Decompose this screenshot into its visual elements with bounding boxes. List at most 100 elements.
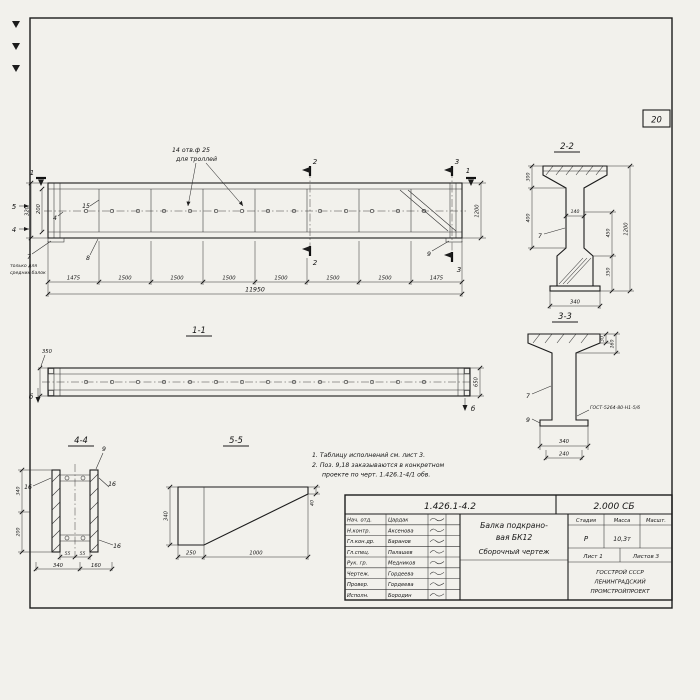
cut-3-label-bottom: 3: [457, 266, 461, 274]
dim-340-sec22: 340: [570, 300, 581, 306]
pos-16-b: 16: [108, 481, 116, 488]
doc-number: 1.426.1-4.2: [424, 502, 476, 512]
row-name: Гордеева: [388, 582, 414, 588]
elevation-right-dim: 1200: [462, 180, 486, 241]
row-role: Н.контр.: [347, 528, 370, 534]
dim-55-b: 55: [80, 551, 86, 557]
sheets-total: Листов 3: [632, 554, 660, 560]
dim-340-h: 340: [53, 563, 64, 569]
row-role: Нач. отд.: [347, 518, 372, 524]
section-5-5-title: 5-5: [229, 435, 243, 445]
row-role: Гл.спец.: [347, 550, 369, 556]
section-4-4-title: 4-4: [74, 435, 88, 445]
section-2-2: 2-2 300 400 1200: [526, 141, 634, 309]
product-name-line1: Балка подкрано-: [480, 521, 548, 530]
cut-2-label-top: 2: [313, 158, 318, 166]
sheet-frame: [29, 17, 673, 609]
seg-dim-1: 1475: [67, 276, 81, 282]
dim-40: 40: [310, 500, 316, 506]
cut-1-label-left: 1: [30, 169, 34, 177]
elevation-left-dims: 320 200: [25, 180, 48, 241]
row-name: Медников: [388, 561, 415, 567]
dim-1200: 1200: [475, 204, 481, 218]
sheet-number: Лист 1: [582, 554, 603, 560]
product-name-line2: вая БК12: [496, 533, 533, 542]
pos-7: 7: [27, 254, 31, 261]
row-role: Рук. гр.: [347, 561, 367, 567]
page-number: 20: [651, 115, 662, 125]
cut-5-label: 5: [12, 203, 17, 211]
pos-4: 4: [53, 215, 57, 222]
mass-value: 10,3т: [613, 536, 631, 543]
row-name: Цардак: [388, 518, 409, 524]
dim-340-v: 340: [16, 487, 22, 496]
pos-7-sec22: 7: [538, 233, 542, 240]
dim-140: 140: [571, 209, 580, 215]
row-role: Гл.кон.др.: [347, 539, 375, 545]
dim-1000: 1000: [249, 551, 263, 557]
pos-15: 15: [82, 203, 90, 210]
cut-3-label-top: 3: [455, 158, 459, 166]
dim-400: 400: [526, 214, 532, 223]
dim-350: 350: [42, 349, 53, 355]
dim-160: 160: [610, 340, 616, 349]
pos-16-a: 16: [24, 484, 32, 491]
dim-200: 200: [36, 203, 42, 214]
holes-note-line1: 14 отв.ф 25: [172, 147, 210, 154]
note-line-2: 2. Поз. 9,18 заказываются в конкретном: [312, 462, 444, 469]
beam-elevation: [44, 182, 466, 243]
org-line1: ГОССТРОЙ СССР: [596, 569, 644, 576]
note-line-3: проекте по черт. 1.426.1-4/1 обв.: [322, 471, 430, 479]
section-3-3-title: 3-3: [558, 311, 572, 321]
doc-type: Сборочный чертеж: [479, 548, 550, 556]
pos-9-sec44: 9: [102, 446, 106, 453]
dim-55-a: 55: [65, 551, 71, 557]
dim-340-sec55: 340: [164, 510, 170, 521]
section-4-4: 4-4 9 16 16 16: [16, 435, 121, 572]
row-role: Чертеж.: [347, 571, 370, 577]
registration-marks: [12, 21, 20, 72]
seg-dim-7: 1500: [378, 276, 392, 282]
pos-8: 8: [86, 255, 90, 262]
seg-dim-6: 1500: [326, 276, 340, 282]
section-2-2-title: 2-2: [560, 141, 574, 151]
dim-200-v: 200: [16, 528, 22, 537]
col-scale: Масшт.: [646, 518, 666, 524]
weld-note: ГОСТ-5264-80-Н1-5/6: [590, 405, 640, 411]
signature-rows: Нач. отд. Цардак Н.контр. Аксенова Гл.ко…: [347, 518, 445, 599]
org-line2: ЛЕНИНГРАДСКИЙ: [593, 579, 646, 586]
side-note-line1: только для: [10, 264, 37, 269]
row-name: Гордеева: [388, 571, 414, 577]
pos-9: 9: [427, 251, 431, 258]
stage-value: Р: [584, 535, 589, 543]
row-role: Исполн.: [347, 593, 369, 599]
cut-4-label: 4: [12, 226, 16, 234]
dim-1200-sec: 1200: [624, 222, 630, 236]
notes: 1. Таблицу исполнений см. лист 3. 2. Поз…: [312, 451, 444, 479]
section-1-1-title: 1-1: [192, 325, 206, 335]
section-5-5: 5-5 340 40 250 1000: [164, 435, 320, 560]
cut-2-label-bottom: 2: [313, 259, 318, 267]
holes-callout: 14 отв.ф 25 для троллей: [172, 147, 244, 207]
dim-340-sec33: 340: [559, 439, 570, 445]
col-stage: Стадия: [576, 518, 596, 524]
section-1-1: 1-1 350 650: [29, 325, 484, 413]
total-dim: 11950: [245, 287, 265, 294]
cut-marker-2: 2 2: [302, 158, 318, 267]
dim-450: 450: [606, 229, 612, 238]
plan-holes: [84, 380, 426, 384]
seg-dim-4: 1500: [222, 276, 236, 282]
section-3-3-hatch: [532, 333, 589, 344]
section-4-4-hatch: [51, 473, 99, 553]
col-mass: Масса: [614, 518, 631, 524]
cut-marker-3: 3 3: [444, 158, 461, 274]
pos-9-sec33: 9: [526, 417, 530, 424]
holes-note-line2: для троллей: [175, 156, 217, 163]
dim-250: 250: [186, 551, 197, 557]
cut-1-label-right: 1: [466, 167, 470, 175]
dim-240: 240: [559, 452, 570, 458]
page-number-box: 20: [642, 109, 671, 128]
title-block: 1.426.1-4.2 2.000 СБ Нач. отд. Цардак Н.…: [344, 494, 673, 601]
view-b-right: б: [471, 405, 476, 413]
row-name: Палашев: [388, 550, 413, 556]
